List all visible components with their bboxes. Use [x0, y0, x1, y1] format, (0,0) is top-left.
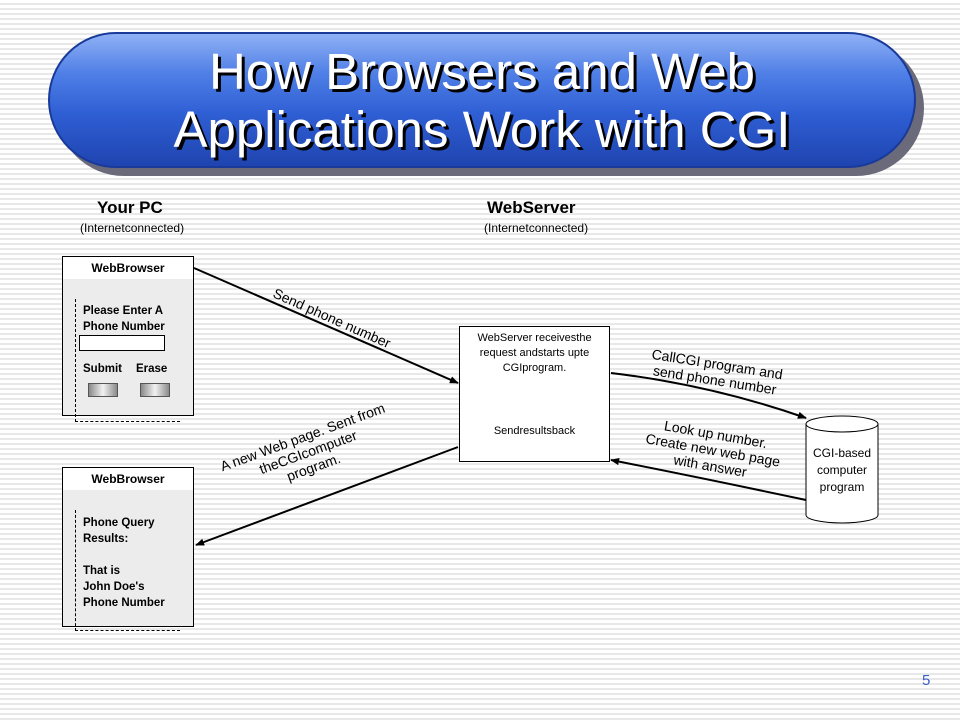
slide-title: How Browsers and Web Applications Work w… [48, 36, 916, 166]
server-subheading: (Internetconnected) [484, 221, 589, 235]
server-send-results: Sendresultsback [493, 425, 576, 437]
server-line-2: request andstarts upte [479, 347, 590, 359]
title-banner [48, 32, 916, 168]
browser-content: Please Enter A Phone Number Submit Erase [63, 279, 193, 422]
results-line-4: John Doe's [83, 581, 145, 593]
server-line-1: WebServer receivesthe [477, 332, 592, 344]
server-heading: WebServer [487, 198, 576, 217]
form-outline [75, 299, 180, 422]
browser-content: Phone Query Results: That is John Doe's … [63, 490, 193, 631]
submit-label: Submit [83, 363, 122, 375]
cgi-program-label: CGI-based computer program [806, 445, 878, 496]
erase-button[interactable] [140, 383, 170, 397]
phone-prompt-line-2: Phone Number [83, 321, 165, 333]
arrow-new-page [195, 446, 459, 546]
results-outline [75, 510, 180, 631]
phone-number-input[interactable] [79, 335, 165, 351]
slide-title-line-2: Applications Work with CGI [173, 101, 791, 158]
results-line-3: That is [83, 565, 121, 577]
web-server-box: WebServer receivesthe request andstarts … [459, 326, 610, 462]
submit-button[interactable] [88, 383, 118, 397]
results-line-5: Phone Number [83, 597, 165, 609]
cgi-label-line-3: program [819, 480, 865, 494]
pc-subheading: (Internetconnected) [80, 221, 185, 235]
erase-label: Erase [136, 363, 168, 375]
arrow-return-results [610, 458, 807, 501]
browser-title: WebBrowser [91, 472, 165, 486]
phone-prompt-line-1: Please Enter A [83, 305, 164, 317]
cgi-program-cylinder [805, 415, 879, 524]
results-line-1: Phone Query [83, 517, 155, 529]
browser-title: WebBrowser [91, 261, 165, 275]
arrow-call-cgi [610, 372, 807, 419]
cgi-label-line-2: computer [816, 463, 868, 477]
arrow-send-phone [193, 267, 459, 384]
pc-heading: Your PC [97, 198, 163, 217]
browser-window-request: WebBrowser Please Enter A Phone Number S… [62, 256, 194, 422]
results-line-2: Results: [83, 533, 129, 545]
server-description: WebServer receivesthe request andstarts … [462, 331, 607, 376]
slide-title-line-1: How Browsers and Web [208, 43, 756, 100]
server-line-3: CGIprogram. [502, 362, 567, 374]
page-number: 5 [922, 672, 931, 689]
browser-window-results: WebBrowser Phone Query Results: That is … [62, 467, 194, 631]
cgi-label-line-1: CGI-based [812, 446, 872, 460]
